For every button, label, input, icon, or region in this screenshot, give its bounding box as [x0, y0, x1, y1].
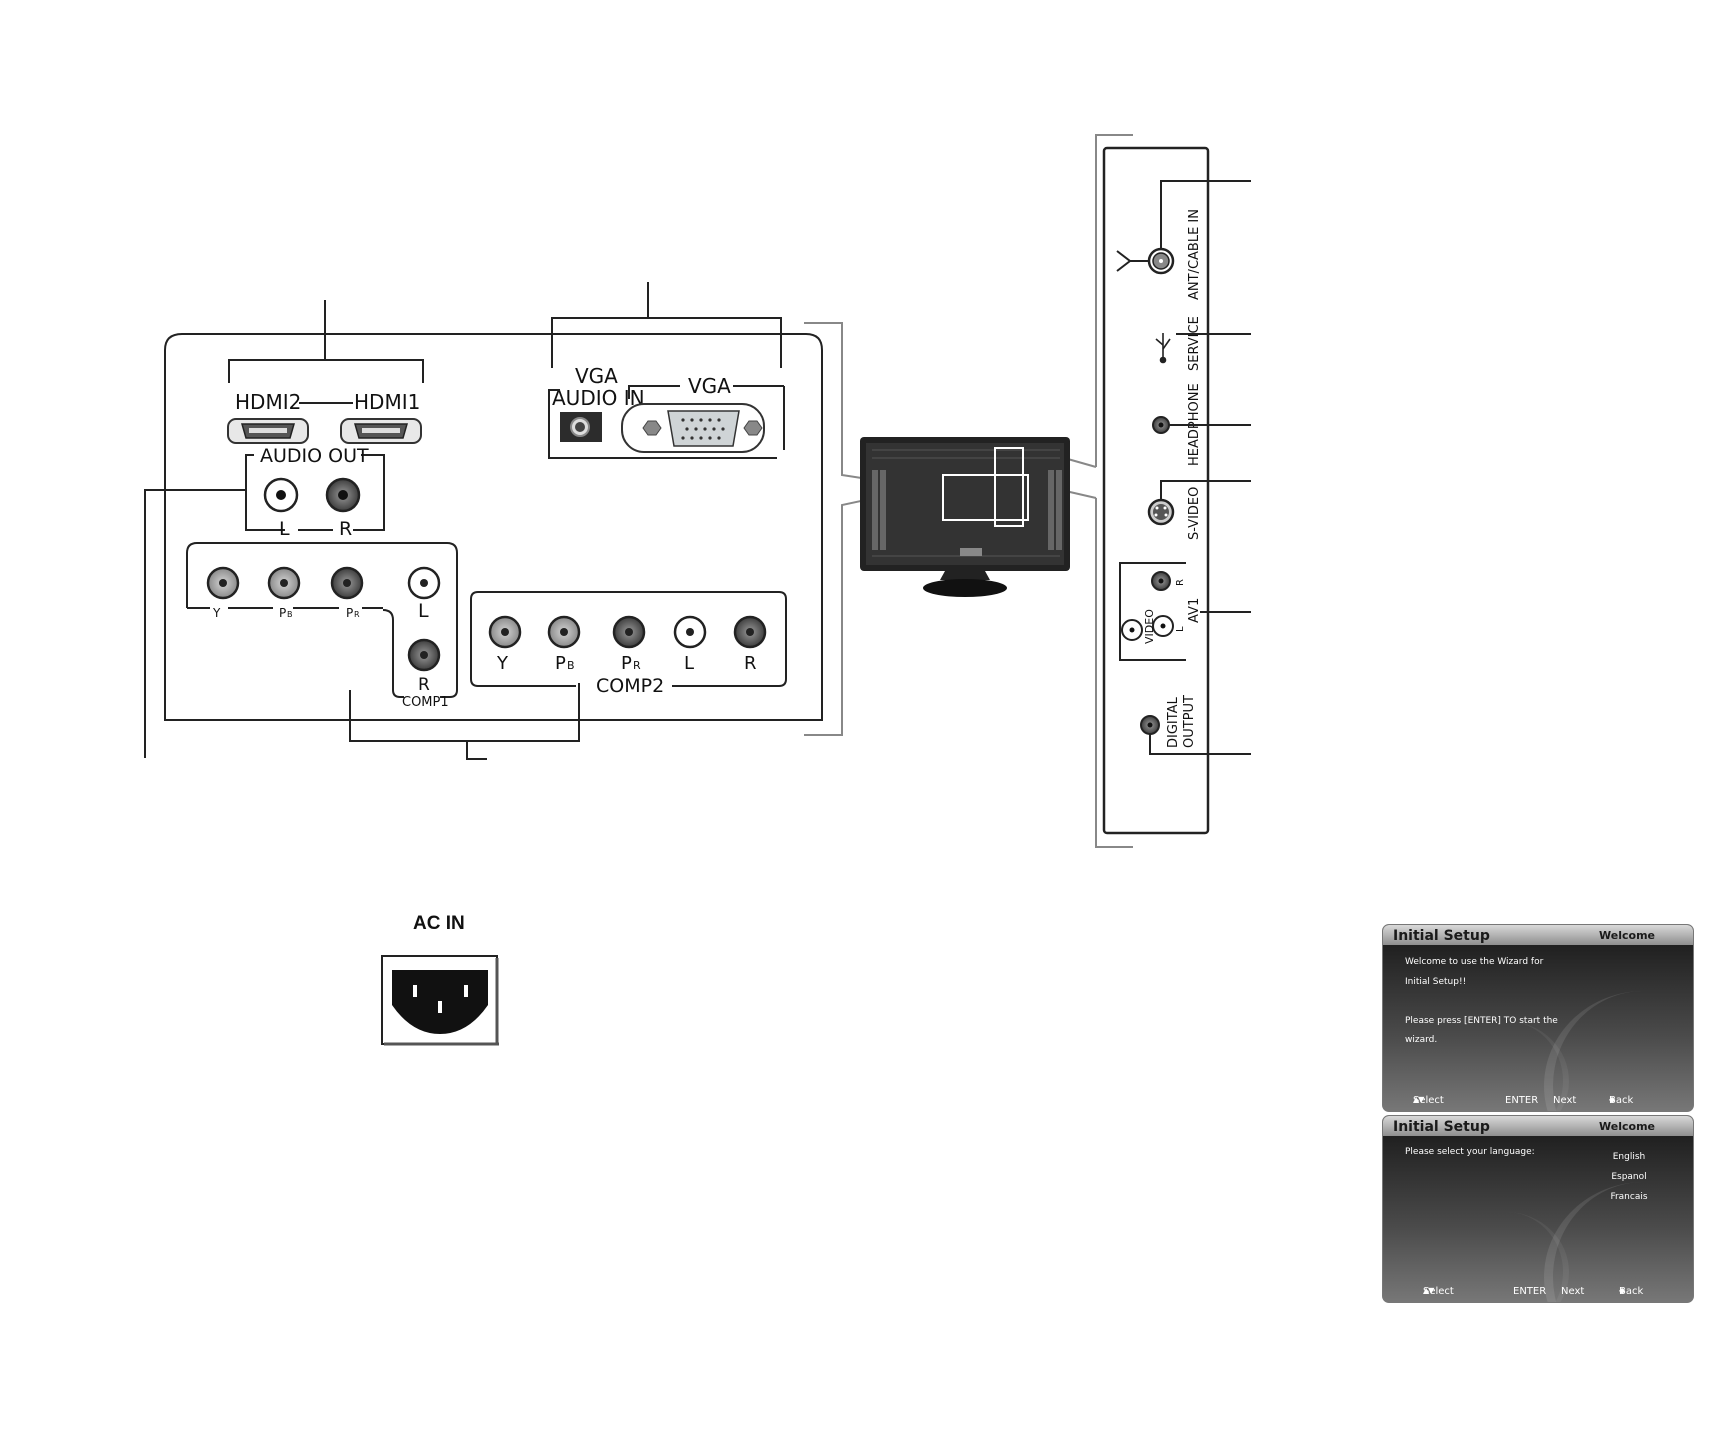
vga-port: [621, 403, 765, 453]
comp2-label: COMP2: [596, 675, 664, 697]
osd-welcome-screen: Initial Setup Welcome Welcome to use the…: [1382, 924, 1694, 1112]
hdmi2-label: HDMI2: [235, 390, 301, 414]
hdmi1-port: [340, 418, 422, 444]
osd-footer: ▲▼ Select ENTER Next ◆ Back: [1383, 1286, 1693, 1300]
vga-audio-in-label-bottom: AUDIO IN: [552, 386, 645, 410]
comp2-r-label: R: [744, 653, 757, 674]
back-arrow-icon: ◆: [1619, 1286, 1625, 1295]
osd-footer-enter: ENTER: [1513, 1286, 1547, 1297]
osd-header: Initial Setup Welcome: [1383, 1116, 1693, 1136]
back-arrow-icon: ◆: [1609, 1095, 1615, 1104]
osd-language-screen: Initial Setup Welcome Please select your…: [1382, 1115, 1694, 1303]
osd-title: Initial Setup: [1393, 928, 1490, 944]
up-down-arrows-icon: ▲▼: [1423, 1286, 1434, 1295]
ac-in: AC IN: [381, 913, 499, 1046]
osd-footer-back: Back: [1609, 1095, 1634, 1106]
comp1-pb-sub: B: [287, 610, 293, 619]
osd-message: Welcome to use the Wizard for Initial Se…: [1405, 953, 1585, 1051]
ant-cable-in: ANT/CABLE IN: [1116, 180, 1251, 300]
audio-out-group: AUDIO OUT L R: [144, 445, 385, 758]
osd-footer-next: Next: [1553, 1095, 1577, 1106]
comp2-pr-sub: R: [633, 659, 641, 672]
hdmi1-label: HDMI1: [354, 390, 420, 414]
comp2-pr-label: P: [621, 653, 632, 674]
osd-message-line: Initial Setup!!: [1405, 976, 1467, 987]
osd-footer: ▲▼ Select ENTER Next ◆ Back: [1383, 1095, 1693, 1109]
digital-output-label-1: DIGITAL: [1166, 696, 1181, 748]
comp1-r-label: R: [418, 675, 430, 695]
av1-group: R L VIDEO AV1: [1119, 562, 1251, 661]
osd-message-line: wizard.: [1405, 1035, 1438, 1045]
osd-footer-enter: ENTER: [1505, 1095, 1539, 1106]
comp1-y-label: Y: [212, 606, 221, 620]
up-down-arrows-icon: ▲▼: [1413, 1095, 1424, 1104]
av1-r-label: R: [1175, 579, 1186, 586]
vga-group: VGA AUDIO IN VGA: [548, 282, 785, 459]
osd-footer-next: Next: [1561, 1286, 1585, 1297]
rear-panel: HDMI2 HDMI1 VGA AUDIO IN VGA: [144, 282, 823, 760]
osd-footer-back: Back: [1619, 1286, 1644, 1297]
language-option-english[interactable]: English: [1612, 1152, 1646, 1162]
osd-header: Initial Setup Welcome: [1383, 925, 1693, 945]
audio-out-r-jack: [325, 477, 361, 513]
audio-out-leader: [144, 489, 246, 758]
rear-panel-outline: [164, 333, 823, 721]
vga-audio-in-jack: [560, 412, 602, 442]
osd-message-line: Please select your language:: [1405, 1147, 1535, 1157]
comp1-l-label: L: [418, 600, 429, 622]
ant-cable-in-label: ANT/CABLE IN: [1187, 209, 1202, 300]
osd-header-right: Welcome: [1599, 1120, 1655, 1133]
comp1-pr-sub: R: [354, 610, 360, 619]
side-panel: ANT/CABLE IN SERVICE HEADPHONE: [1102, 146, 1251, 835]
digital-output: DIGITAL OUTPUT: [1140, 695, 1251, 755]
s-video-label: S-VIDEO: [1187, 487, 1202, 540]
comp2-y-label: Y: [496, 653, 509, 674]
comp2-pb-sub: B: [567, 659, 575, 672]
comp2-l-label: L: [684, 653, 694, 674]
osd-message: Please select your language:: [1405, 1143, 1585, 1163]
audio-out-r-label: R: [339, 518, 352, 540]
headphone: HEADPHONE: [1152, 383, 1251, 466]
hdmi-group: HDMI2 HDMI1: [227, 300, 424, 444]
av1-video-label: VIDEO: [1143, 609, 1156, 644]
osd-title: Initial Setup: [1393, 1119, 1490, 1135]
language-option-francais[interactable]: Francais: [1610, 1192, 1648, 1202]
language-option-espanol[interactable]: Espanol: [1611, 1172, 1647, 1182]
antenna-icon: [1116, 250, 1149, 272]
comp1-pr-label: P: [346, 606, 353, 620]
osd-message-line: Welcome to use the Wizard for: [1405, 957, 1544, 967]
component-leader: [349, 683, 580, 742]
comp2-group: Y P B P R L R COMP2: [470, 591, 787, 697]
usb-icon: [1155, 333, 1171, 364]
comp1-group: Y P B P R L R COMP1: [186, 542, 458, 710]
av1-l-label: L: [1175, 626, 1186, 632]
comp1-label: COMP1: [402, 695, 449, 710]
ac-in-label: AC IN: [413, 913, 465, 934]
osd-footer-select: Select: [1423, 1286, 1454, 1297]
audio-out-label: AUDIO OUT: [260, 445, 369, 467]
service-label: SERVICE: [1187, 316, 1202, 371]
vga-label: VGA: [688, 374, 731, 398]
osd-header-right: Welcome: [1599, 929, 1655, 942]
comp1-pb-label: P: [279, 606, 286, 620]
vga-audio-in-label-top: VGA: [575, 364, 618, 388]
side-panel-outline: [1102, 146, 1210, 835]
osd-footer-select: Select: [1413, 1095, 1444, 1106]
comp2-pb-label: P: [555, 653, 566, 674]
digital-output-label-2: OUTPUT: [1182, 695, 1197, 748]
osd-language-list: English Espanol Francais: [1605, 1147, 1653, 1207]
audio-out-l-jack: [263, 477, 299, 513]
tv-rear-thumbnail: [860, 437, 1070, 597]
audio-out-l-label: L: [279, 518, 290, 540]
osd-message-line: Please press [ENTER] TO start the: [1405, 1015, 1558, 1026]
av1-label: AV1: [1187, 598, 1202, 623]
s-video: S-VIDEO: [1147, 480, 1251, 540]
hdmi2-port: [227, 418, 309, 444]
service: SERVICE: [1155, 316, 1251, 371]
